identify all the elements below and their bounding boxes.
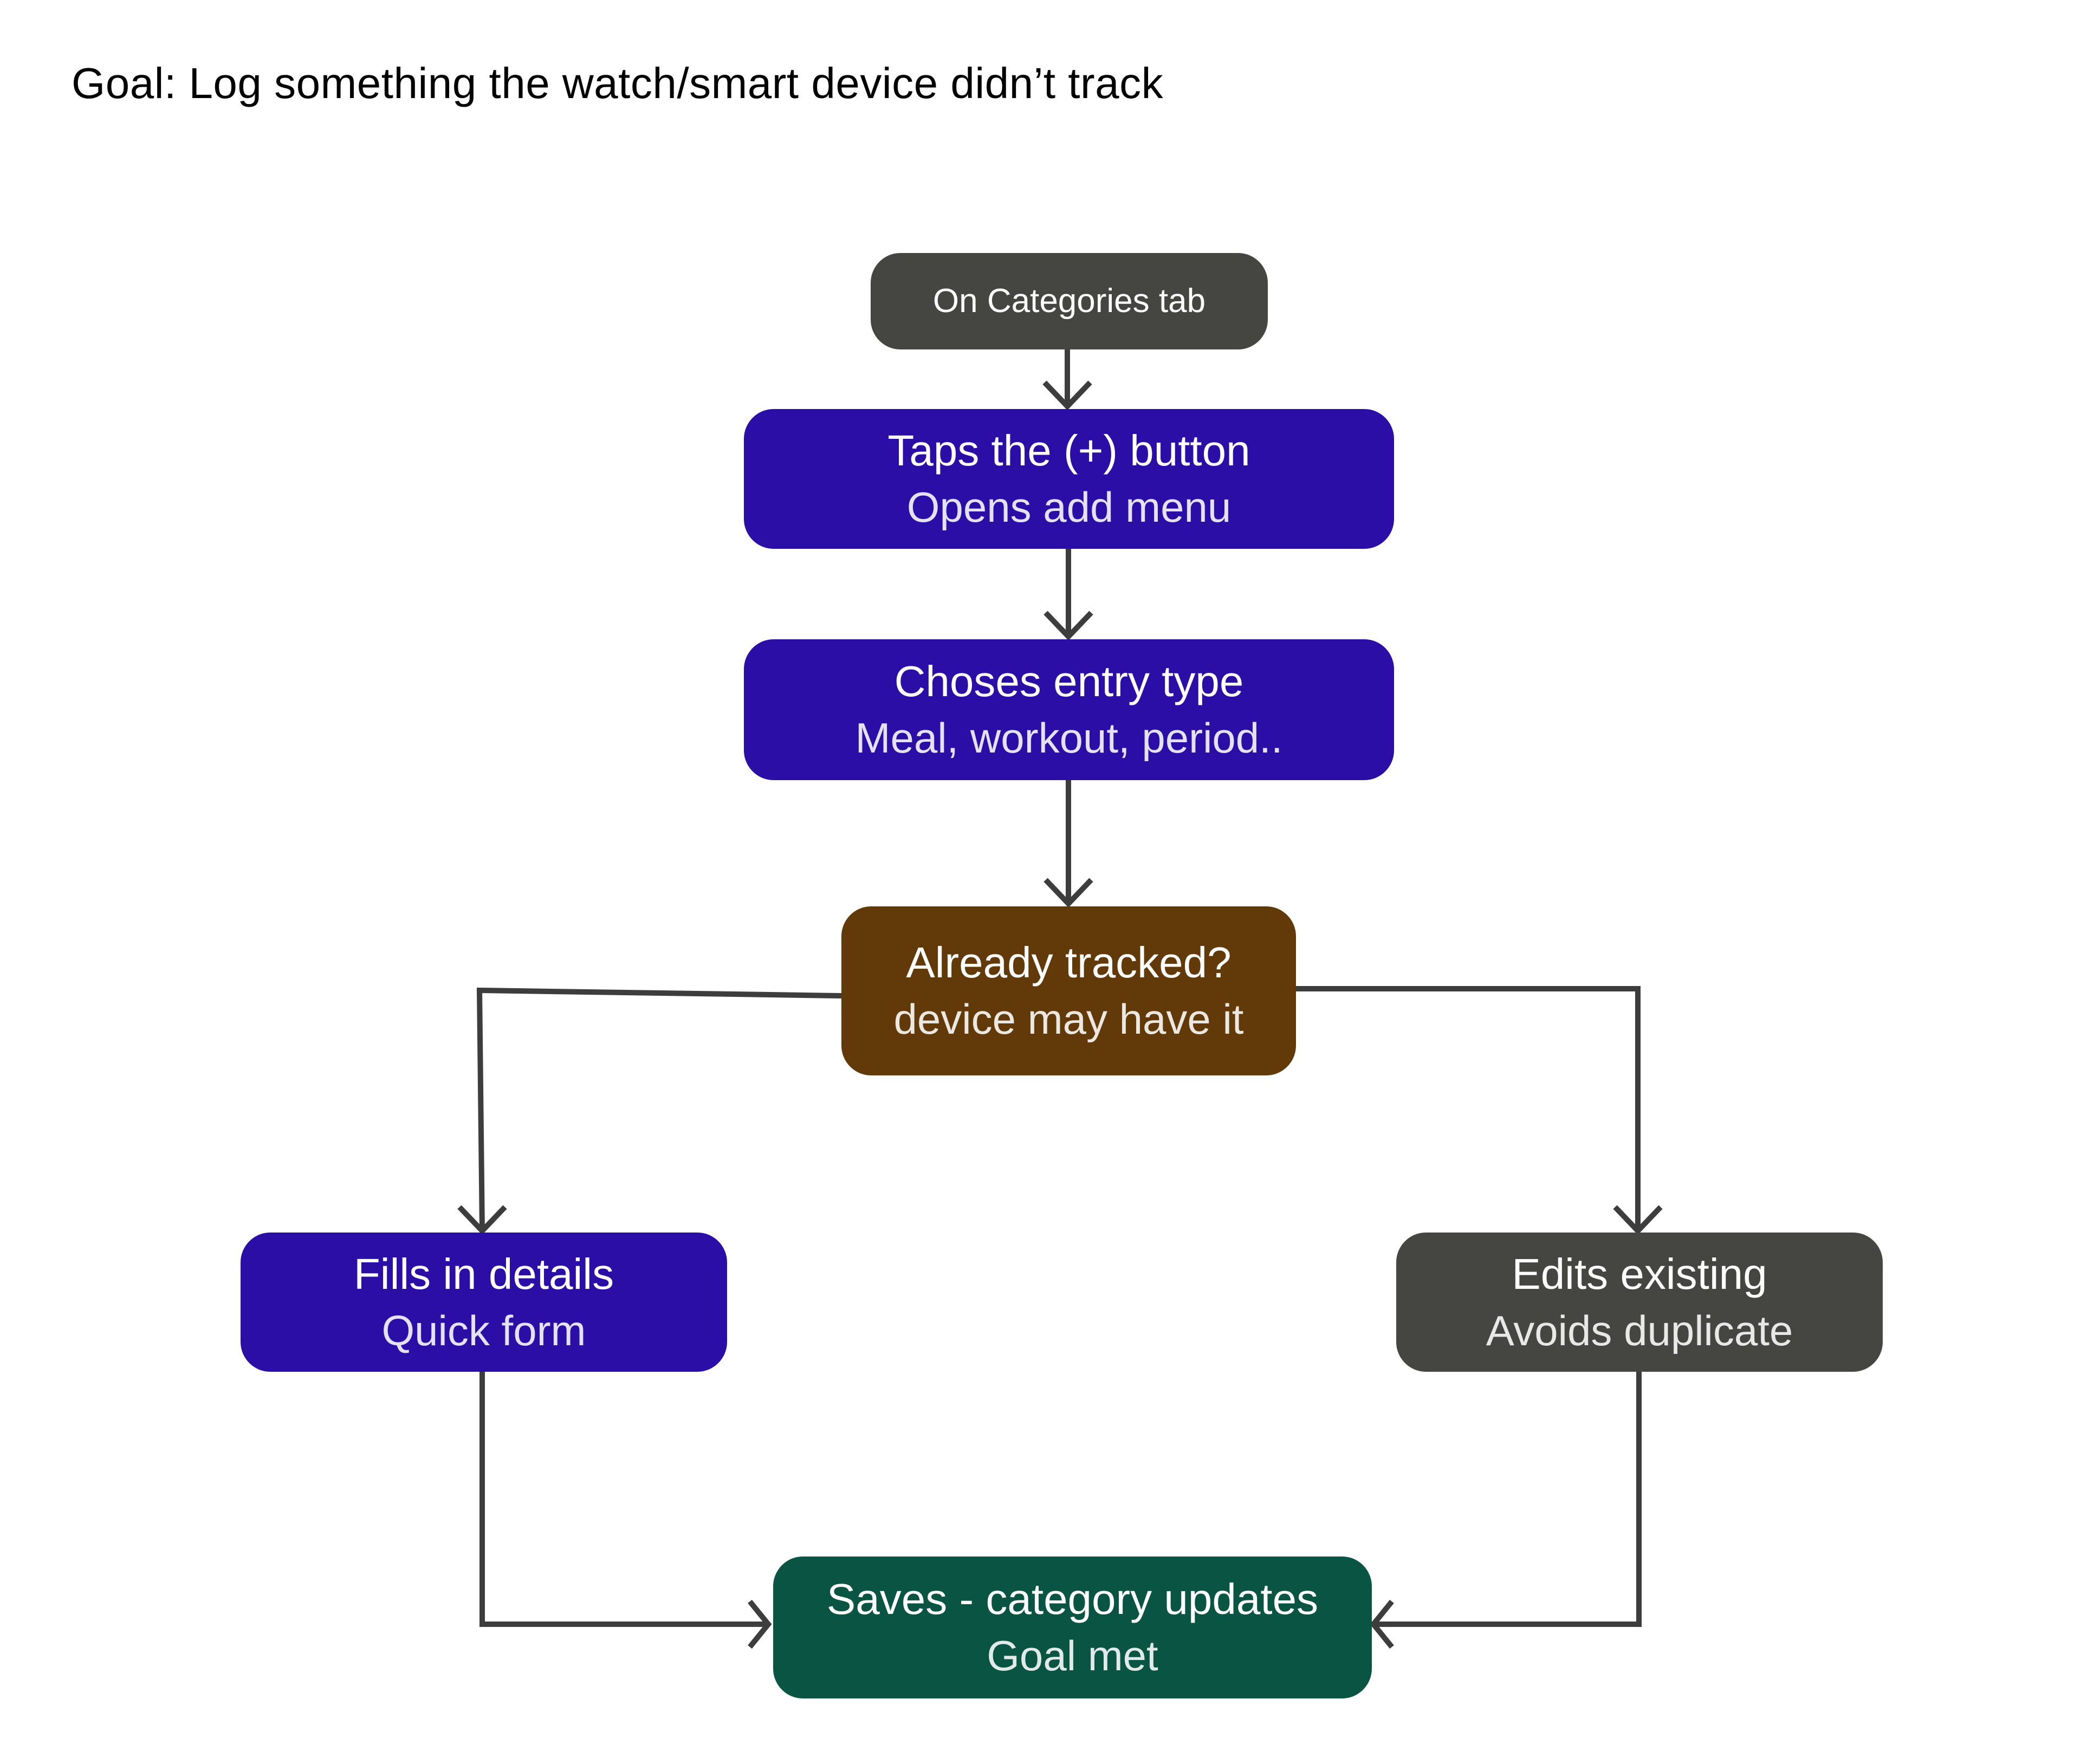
node-choose-entry-type: Choses entry type Meal, workout, period.… (744, 639, 1394, 780)
edge-decision-to-fill (476, 987, 842, 1231)
node-edit-title: Edits existing (1512, 1249, 1767, 1298)
node-save-subtitle: Goal met (987, 1632, 1158, 1679)
node-decision-title: Already tracked? (906, 938, 1232, 987)
node-fill-title: Fills in details (353, 1249, 614, 1298)
diagram-goal-title: Goal: Log something the watch/smart devi… (72, 59, 1164, 107)
edge-decision-to-edit (1296, 986, 1641, 1231)
node-start-categories-tab: On Categories tab (871, 253, 1268, 349)
node-choose-title: Choses entry type (894, 657, 1244, 705)
edge-start-to-tap-arrowhead (1042, 380, 1092, 411)
node-tap-title: Taps the (+) button (887, 426, 1250, 475)
edge-decision-to-edit-arrowhead (1613, 1205, 1663, 1235)
edge-edit-to-save (1373, 1372, 1642, 1627)
node-decision-already-tracked: Already tracked? device may have it (841, 906, 1296, 1075)
node-fill-subtitle: Quick form (381, 1306, 586, 1354)
edge-decision-to-fill-arrowhead (457, 1205, 507, 1235)
node-save-title: Saves - category updates (826, 1575, 1319, 1623)
edge-edit-to-save-arrowhead (1370, 1599, 1394, 1649)
node-tap-plus-button: Taps the (+) button Opens add menu (744, 409, 1394, 549)
node-start-title: On Categories tab (932, 282, 1206, 320)
edge-tap-to-choose-arrowhead (1043, 611, 1093, 641)
node-choose-subtitle: Meal, workout, period.. (855, 714, 1283, 762)
node-edit-existing: Edits existing Avoids duplicate (1396, 1233, 1883, 1372)
node-edit-subtitle: Avoids duplicate (1486, 1306, 1793, 1354)
node-tap-subtitle: Opens add menu (906, 483, 1232, 531)
edge-choose-to-decision-arrowhead (1043, 878, 1093, 908)
node-decision-subtitle: device may have it (893, 995, 1244, 1043)
edge-fill-to-save (479, 1372, 768, 1627)
edge-fill-to-save-arrowhead (748, 1599, 772, 1649)
node-fill-in-details: Fills in details Quick form (241, 1233, 727, 1372)
node-save-category-updates: Saves - category updates Goal met (773, 1557, 1372, 1698)
